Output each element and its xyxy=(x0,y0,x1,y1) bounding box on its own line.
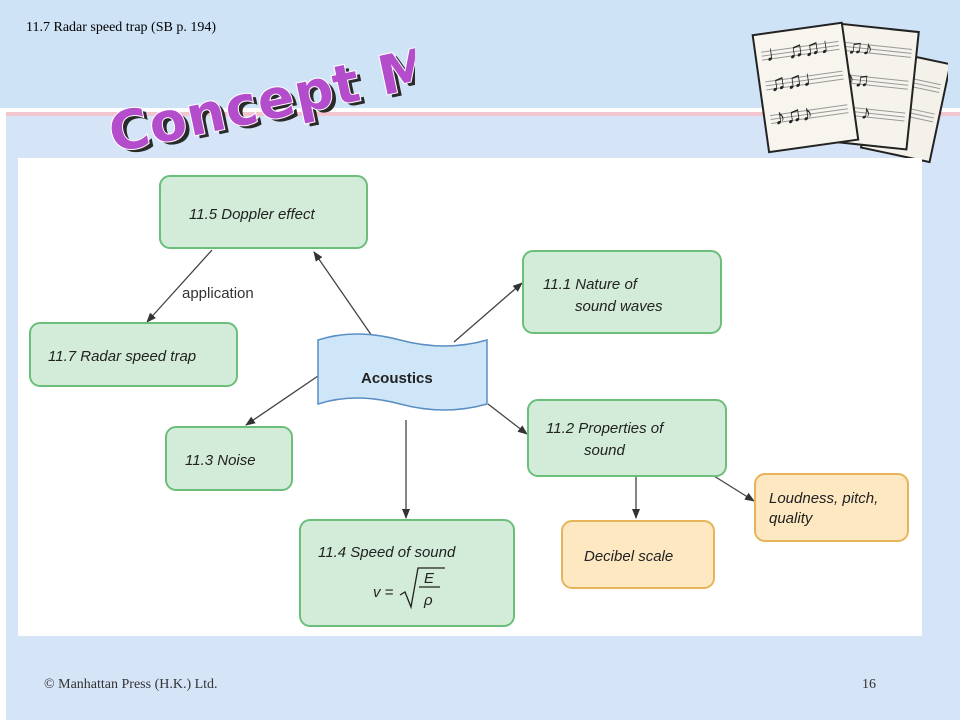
node-decibel: Decibel scale xyxy=(561,520,715,589)
node-loudness-label-line1: Loudness, pitch, xyxy=(769,490,878,507)
edge-label-application: application xyxy=(182,285,254,302)
node-nature: 11.1 Nature of sound waves xyxy=(522,250,722,334)
header-divider-white xyxy=(0,108,960,112)
formula-denominator: ρ xyxy=(423,592,433,609)
formula-numerator: E xyxy=(424,570,435,587)
copyright-text: © Manhattan Press (H.K.) Ltd. xyxy=(44,677,218,692)
edge-properties-loudness xyxy=(713,475,755,502)
breadcrumb: 11.7 Radar speed trap (SB p. 194) xyxy=(26,20,216,35)
edge-acoustics-properties xyxy=(487,403,528,435)
svg-text:♪♫♪: ♪♫♪ xyxy=(773,100,815,130)
node-doppler-label: 11.5 Doppler effect xyxy=(189,206,315,223)
node-doppler: 11.5 Doppler effect xyxy=(159,175,368,249)
svg-text:♫♪: ♫♪ xyxy=(847,36,874,60)
node-loudness: Loudness, pitch, quality xyxy=(754,473,909,542)
edge-acoustics-nature xyxy=(453,282,523,343)
node-acoustics-center: Acoustics xyxy=(317,333,488,411)
page-title: Concept Map Concept Map xyxy=(102,26,415,156)
node-noise-label: 11.3 Noise xyxy=(185,452,256,469)
node-radar: 11.7 Radar speed trap xyxy=(29,322,238,387)
node-noise: 11.3 Noise xyxy=(165,426,293,491)
node-loudness-label-line2: quality xyxy=(769,510,814,527)
node-properties-label-line1: 11.2 Properties of xyxy=(546,420,665,437)
sheet-music-icon: ♫♪ ♫♫ ♫♪ ♪♫ ♩♪ ♩♫♫♩ ♫♫♩ ♪♫♪ xyxy=(751,21,948,164)
node-speed: 11.4 Speed of sound v = E ρ xyxy=(299,519,515,627)
left-margin-strip xyxy=(0,112,6,720)
formula-sqrt xyxy=(399,567,445,610)
node-nature-label-line1: 11.1 Nature of xyxy=(543,276,639,293)
node-speed-label: 11.4 Speed of sound xyxy=(318,544,456,561)
edges xyxy=(146,249,755,519)
edge-doppler-radar xyxy=(146,249,213,323)
edge-acoustics-noise xyxy=(245,375,319,426)
node-nature-label-line2: sound waves xyxy=(575,298,663,315)
formula-v: v = xyxy=(373,584,394,601)
page-number: 16 xyxy=(862,677,876,692)
node-properties-label-line2: sound xyxy=(584,442,626,459)
node-acoustics-label: Acoustics xyxy=(361,370,433,387)
header-divider-pink xyxy=(0,112,960,116)
node-radar-label: 11.7 Radar speed trap xyxy=(48,348,196,365)
node-properties: 11.2 Properties of sound xyxy=(527,399,727,477)
edge-acoustics-doppler xyxy=(313,251,373,337)
node-decibel-label: Decibel scale xyxy=(584,548,673,565)
